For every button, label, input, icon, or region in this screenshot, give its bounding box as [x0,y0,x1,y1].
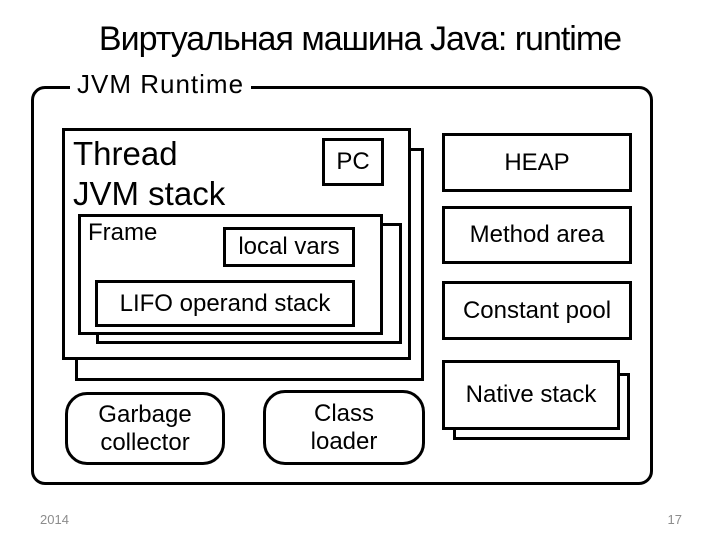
method-area-box: Method area [442,206,632,264]
footer-year: 2014 [40,512,69,527]
heap-box: HEAP [442,133,632,192]
garbage-collector-box: Garbage collector [65,392,225,465]
slide-title: Виртуальная машина Java: runtime [98,20,622,58]
lifo-operand-stack-box: LIFO operand stack [95,280,355,327]
jvm-runtime-group-label: JVM Runtime [70,70,252,99]
constant-pool-box: Constant pool [442,281,632,340]
pc-box: PC [322,138,384,186]
thread-label: Thread [73,135,178,172]
local-vars-box: local vars [223,227,355,267]
class-loader-label: Class loader [310,399,378,455]
frame-label: Frame [88,219,158,246]
class-loader-box: Class loader [263,390,425,465]
footer-page-number: 17 [667,512,682,527]
native-stack-box: Native stack [442,360,620,430]
jvm-stack-label: JVM stack [73,175,226,213]
garbage-collector-label: Garbage collector [98,400,192,456]
